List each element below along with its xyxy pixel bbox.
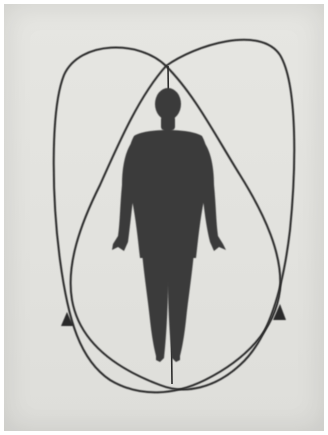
human-figure-icon — [112, 88, 226, 362]
figure-neck — [161, 116, 175, 130]
figure-head — [155, 88, 181, 120]
figure-left-leg — [142, 252, 168, 362]
figure-right-leg — [168, 252, 194, 362]
